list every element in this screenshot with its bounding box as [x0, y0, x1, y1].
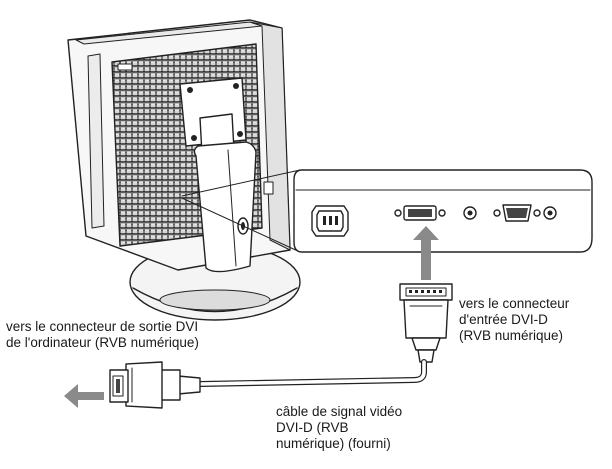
label-line: de l'ordinateur (RVB numérique) — [6, 335, 199, 350]
monitor-input-label: vers le connecteur d'entrée DVI-D (RVB n… — [459, 296, 569, 344]
connector-panel — [293, 169, 593, 253]
vga-port — [493, 204, 541, 222]
label-line: d'entrée DVI-D — [459, 312, 548, 327]
dvi-plug-computer — [109, 361, 201, 409]
callout-lines — [181, 169, 301, 253]
arrow-up-icon — [413, 226, 439, 280]
dvi-cable — [197, 359, 427, 387]
monitor-stand — [179, 77, 274, 273]
label-line: DVI-D (RVB — [276, 420, 349, 435]
label-line: câble de signal vidéo — [276, 404, 403, 419]
arrow-left-icon — [64, 384, 104, 408]
ac-power-inlet — [311, 205, 349, 237]
dvi-plug-monitor — [399, 283, 453, 363]
cable-label: câble de signal vidéo DVI-D (RVB numériq… — [276, 404, 402, 452]
computer-output-label: vers le connecteur de sortie DVI de l'or… — [6, 319, 199, 351]
label-line: numérique) (fourni) — [276, 436, 391, 451]
label-line: vers le connecteur — [459, 296, 570, 311]
dvi-input-port — [394, 205, 446, 221]
label-line: vers le connecteur de sortie DVI — [6, 319, 199, 334]
label-line: (RVB numérique) — [459, 328, 564, 343]
